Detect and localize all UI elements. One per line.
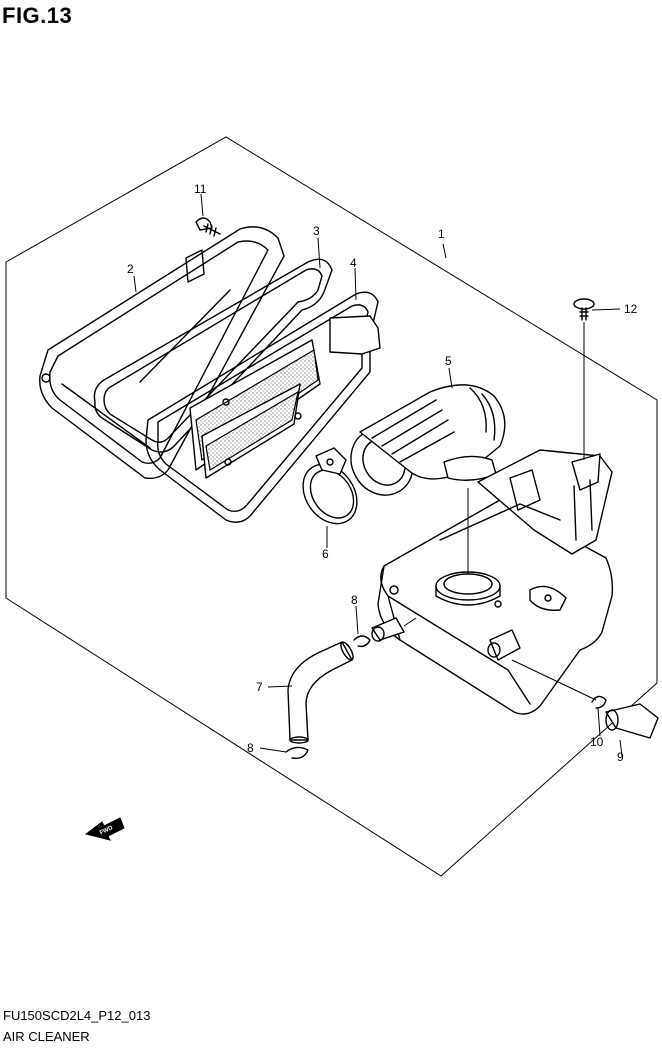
callout-3: 3: [313, 224, 320, 238]
part-2-cap: [39, 226, 285, 480]
fwd-label: FWD: [99, 825, 115, 836]
callout-8-lower: 8: [247, 741, 254, 755]
callout-4: 4: [350, 256, 357, 270]
callout-10: 10: [590, 735, 604, 749]
part-8-clip-upper: [353, 635, 371, 648]
part-1-case: [371, 449, 614, 715]
callout-2: 2: [127, 262, 134, 276]
callout-8-upper: 8: [351, 593, 358, 607]
part-9-drain-plug: [605, 703, 659, 739]
part-4-filter-element: [145, 291, 381, 523]
part-5-intake-duct: [350, 384, 506, 496]
figure-title: FIG.13: [2, 3, 73, 28]
part-7-drain-hose: [287, 641, 354, 744]
callout-7: 7: [256, 680, 263, 694]
callout-9: 9: [617, 750, 624, 764]
leader-lines: [133, 193, 623, 757]
diagram-code: FU150SCD2L4_P12_013: [3, 1008, 151, 1023]
fwd-arrow-icon: FWD: [84, 817, 125, 841]
part-12-screw: [573, 298, 595, 321]
part-6-clamp: [302, 447, 358, 525]
callout-1: 1: [438, 227, 445, 241]
part-11-screw: [195, 217, 221, 237]
diagram-title: AIR CLEANER: [3, 1029, 90, 1044]
part-8-clip-lower: [285, 746, 309, 760]
callout-6: 6: [322, 547, 329, 561]
callout-12: 12: [624, 302, 638, 316]
callout-5: 5: [445, 354, 452, 368]
assembly-frame: [5, 136, 658, 877]
part-3-gasket: [93, 258, 333, 453]
part-10-clip: [591, 695, 607, 709]
callout-11: 11: [194, 182, 207, 196]
